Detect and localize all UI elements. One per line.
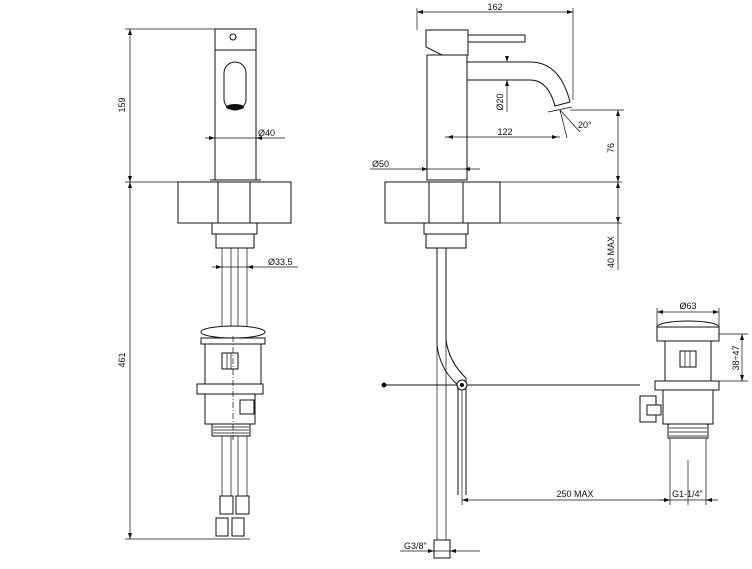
lever-pin — [229, 33, 237, 41]
fixing-washer — [215, 233, 255, 249]
flex-hose-side — [436, 247, 447, 544]
dim-body-height: 159 — [117, 97, 127, 112]
deck-section-right — [249, 181, 292, 224]
dim-spout-diameter: Ø20 — [495, 93, 505, 110]
spout — [466, 61, 571, 107]
dim-hose-thread: G3/8" — [404, 541, 427, 551]
dim-hose-diameter: Ø33.5 — [268, 257, 293, 267]
faucet-body-side — [426, 54, 468, 181]
dim-total-height: 461 — [117, 352, 127, 367]
dim-deck-thickness: 40 MAX — [606, 236, 616, 268]
side-view: 20° 162 Ø20 122 Ø50 — [370, 2, 670, 559]
deck-section-side-left — [384, 181, 430, 224]
dim-spout-height: 76 — [606, 143, 616, 153]
fixing-nut — [211, 222, 258, 235]
dim-spout-width: 162 — [487, 2, 502, 12]
deck-section-left — [177, 181, 219, 224]
hose-nut-left — [215, 517, 229, 537]
front-view: 159 461 Ø40 Ø33.5 — [117, 28, 298, 540]
flex-hose-left — [221, 247, 232, 335]
waste-detail-view: Ø63 38÷47 G1-1/4" — [639, 301, 748, 505]
dim-waste-thread: G1-1/4" — [672, 489, 703, 499]
lever-handle — [467, 34, 526, 43]
dim-base-diameter: Ø50 — [372, 159, 389, 169]
dim-body-diameter: Ø40 — [258, 128, 275, 138]
dim-spout-reach: 122 — [497, 127, 512, 137]
dim-waste-height-range: 38÷47 — [731, 346, 741, 371]
aerator — [226, 104, 244, 110]
dim-spout-angle: 20° — [578, 120, 592, 130]
waste-flange-nut — [196, 383, 264, 395]
flex-hose-right — [237, 247, 248, 335]
dim-waste-cap-diameter: Ø63 — [679, 301, 696, 311]
spout-outlet-opening — [223, 61, 247, 111]
dim-rod-length: 250 MAX — [556, 489, 593, 499]
faucet-top-cap — [214, 28, 257, 51]
fixing-shank — [217, 181, 251, 224]
lever-housing — [425, 29, 469, 56]
waste-slot — [221, 352, 239, 370]
deck-section-side-right — [462, 181, 501, 224]
hose-nut-side — [433, 539, 451, 559]
hose-nut-right — [231, 517, 245, 537]
